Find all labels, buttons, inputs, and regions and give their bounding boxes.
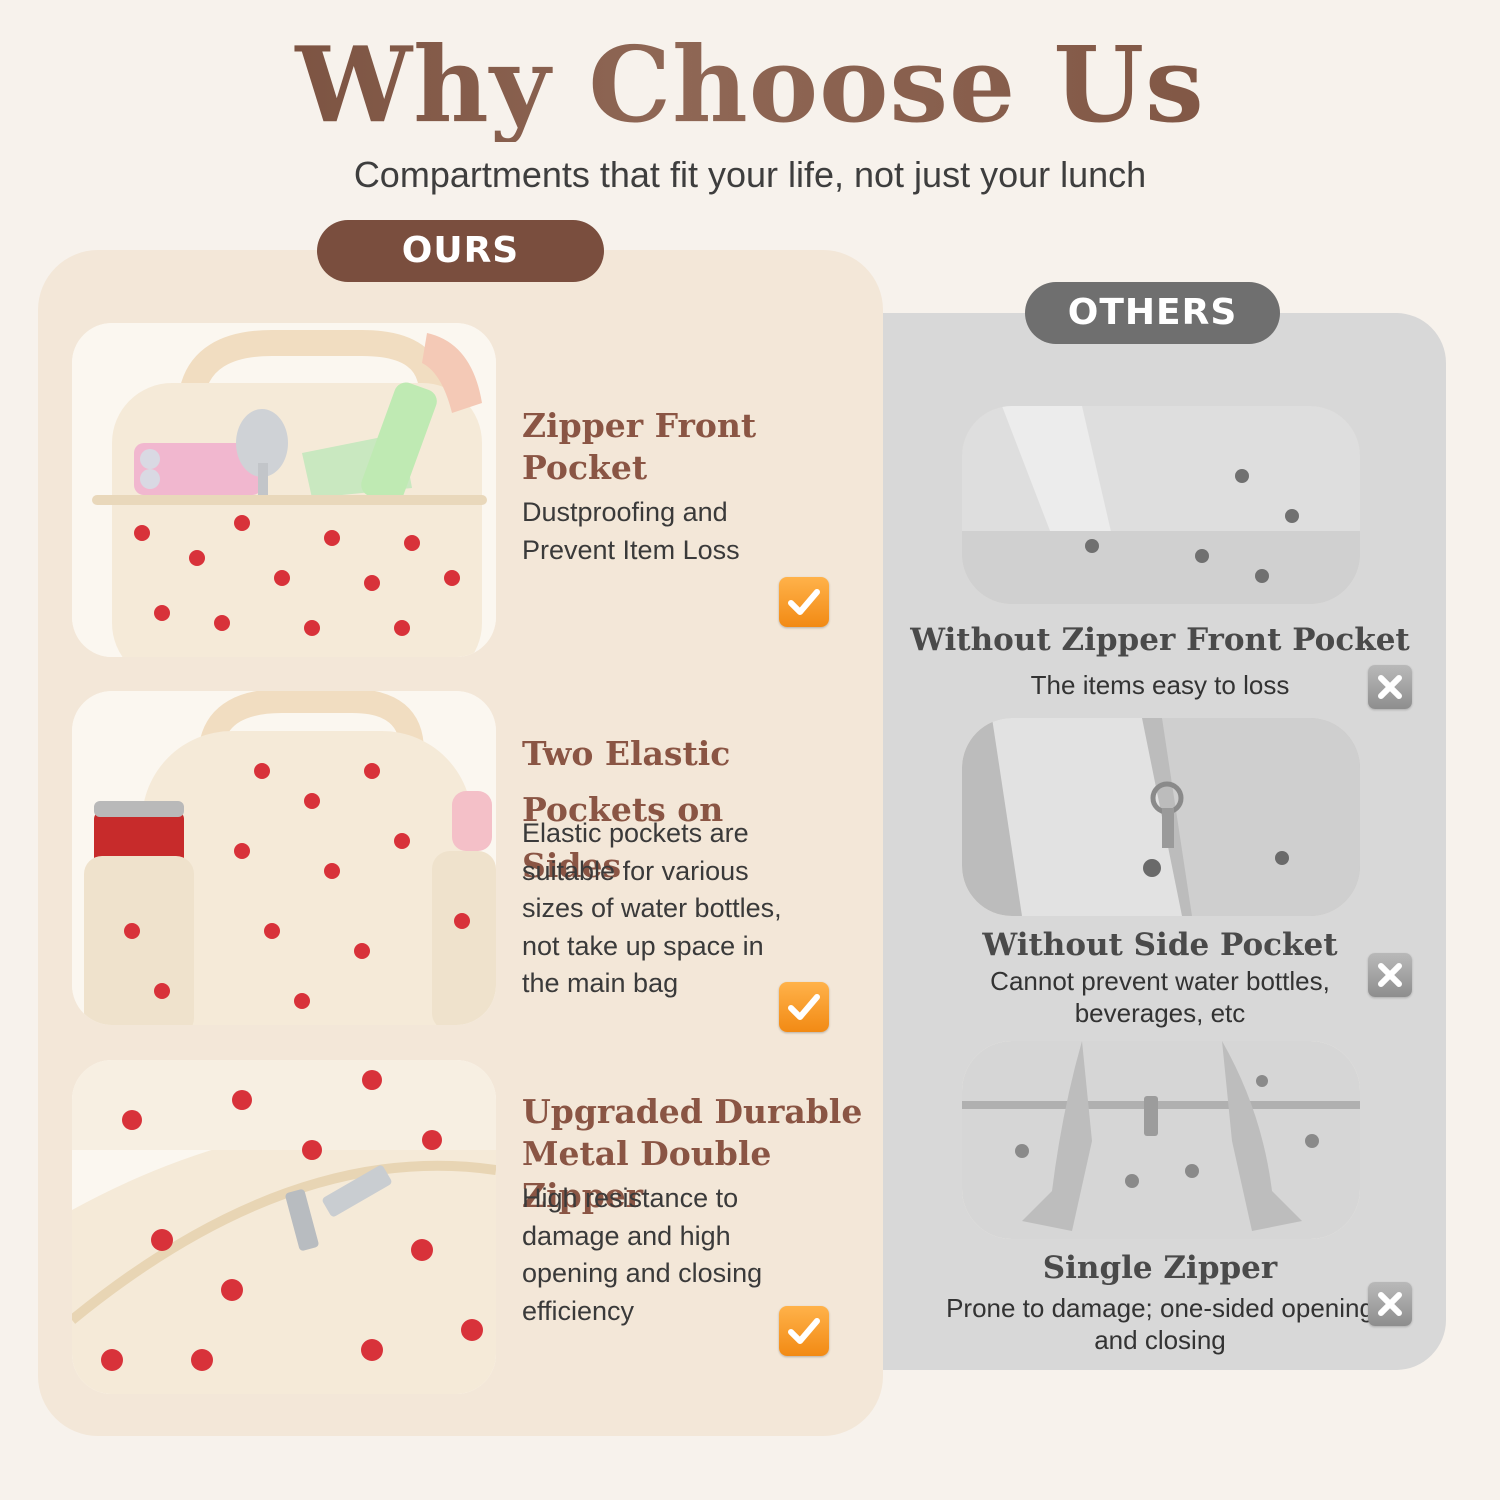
others-label: OTHERS <box>1025 282 1280 344</box>
page-subtitle: Compartments that fit your life, not jus… <box>353 154 1147 195</box>
ours-feature-3-desc: High resistance to damage and high openi… <box>522 1183 763 1326</box>
others-feature-3-desc: Prone to damage; one-sided opening and c… <box>946 1293 1374 1355</box>
gray-bag-illustration <box>962 718 1360 916</box>
ours-feature-2-title: Two Elastic Pockets on Sides <box>522 734 731 885</box>
bag-double-zipper-illustration <box>72 1060 496 1394</box>
others-feature-1-title: Without Zipper Front Pocket <box>910 622 1410 658</box>
others-feature-1-desc: The items easy to loss <box>1030 670 1290 700</box>
double-zipper-photo <box>72 1060 496 1394</box>
ours-feature-1-title: Zipper Front Pocket <box>522 406 757 487</box>
check-icon <box>779 1306 829 1356</box>
check-icon <box>779 982 829 1032</box>
cross-icon <box>1368 953 1412 997</box>
side-pockets-photo <box>72 691 496 1025</box>
gray-bag-illustration <box>962 1041 1360 1239</box>
others-single-zipper-photo <box>962 1041 1360 1239</box>
bag-side-pockets-illustration <box>72 691 496 1025</box>
cross-icon <box>1368 665 1412 709</box>
gray-bag-illustration <box>962 406 1360 604</box>
ours-feature-3-title: Upgraded Durable Metal Double Zipper <box>522 1092 863 1215</box>
others-feature-3-title: Single Zipper <box>1042 1250 1278 1286</box>
bag-front-pocket-illustration <box>72 323 496 657</box>
check-icon <box>779 577 829 627</box>
others-feature-2-desc: Cannot prevent water bottles, beverages,… <box>990 966 1330 1028</box>
front-pocket-photo <box>72 323 496 657</box>
others-feature-2-title: Without Side Pocket <box>982 927 1338 963</box>
ours-feature-1-desc: Dustproofing and Prevent Item Loss <box>522 497 740 565</box>
ours-label: OURS <box>317 220 604 282</box>
others-no-side-pocket-photo <box>962 718 1360 916</box>
cross-icon <box>1368 1282 1412 1326</box>
others-no-front-pocket-photo <box>962 406 1360 604</box>
ours-feature-2-desc: Elastic pockets are suitable for various… <box>522 818 782 998</box>
page-title: Why Choose Us <box>0 27 1500 142</box>
